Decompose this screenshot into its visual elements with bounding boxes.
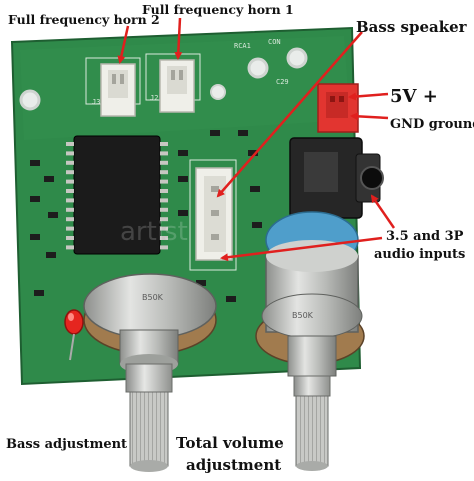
smd-part [252, 222, 262, 228]
pot-left-code: B50K [142, 293, 164, 302]
smd-part [34, 290, 44, 296]
smd-part [30, 160, 40, 166]
chip-pin [160, 198, 168, 203]
smd-part [44, 176, 54, 182]
smd-part [196, 280, 206, 286]
smd-part [250, 186, 260, 192]
chip-pin [66, 151, 74, 156]
volume-potentiometer: B50K [255, 240, 365, 471]
chip-pin [160, 151, 168, 156]
horn-2-connector [100, 63, 136, 117]
arrow-gnd [350, 112, 389, 121]
chip-pin [160, 170, 168, 175]
horn-1-connector [159, 59, 195, 113]
label-5v: 5V + [390, 86, 438, 107]
chip-pins-left [66, 142, 74, 250]
smd-part [238, 130, 248, 136]
mounting-hole [210, 84, 226, 100]
amplifier-chip [66, 135, 168, 255]
label-total-volume-1: Total volume [176, 434, 284, 452]
chip-pin [66, 245, 74, 250]
chip-pin [66, 217, 74, 222]
silk-j3: J3 [92, 98, 100, 106]
chip-pin [66, 142, 74, 146]
silk-box [189, 159, 237, 271]
label-bass-speaker: Bass speaker [356, 18, 468, 36]
smd-part [210, 130, 220, 136]
smd-components [30, 130, 262, 302]
smd-part [178, 210, 188, 216]
smd-part [30, 234, 40, 240]
chip-pin [160, 189, 168, 193]
pot-right-code: B50K [292, 311, 314, 320]
chip-pin [66, 236, 74, 240]
bass-speaker-connector [195, 167, 233, 261]
arrow-3p-input [220, 236, 383, 262]
chip-pin [66, 226, 74, 231]
arrow-audio-jack [370, 194, 396, 229]
chip-pin [160, 207, 168, 212]
audio-jack [289, 137, 384, 219]
chip-pin [66, 189, 74, 193]
annotation-arrows [117, 17, 396, 262]
arrow-bass-speaker [216, 31, 363, 198]
smd-part [226, 296, 236, 302]
chip-pin [160, 226, 168, 231]
chip-pin [160, 217, 168, 222]
smd-part [178, 176, 188, 182]
chip-pin [160, 236, 168, 240]
chip-pins-right [160, 142, 168, 250]
silk-j2: J2 [150, 94, 158, 102]
chip-pin [160, 245, 168, 250]
silk-c29: C29 [276, 78, 289, 86]
smd-part [178, 150, 188, 156]
arrow-horn-2 [117, 25, 130, 64]
chip-pin [160, 160, 168, 165]
chip-pin [160, 179, 168, 184]
label-horn-2: Full frequency horn 2 [8, 12, 160, 27]
label-total-volume-2: adjustment [186, 456, 281, 474]
bass-potentiometer: B50K [83, 273, 217, 472]
smd-part [30, 196, 40, 202]
smd-part [48, 212, 58, 218]
label-audio-inputs-2: audio inputs [374, 247, 465, 262]
arrow-5v [348, 92, 389, 101]
watermark: artist [120, 217, 188, 247]
label-horn-1: Full frequency horn 1 [142, 2, 294, 17]
chip-pin [66, 160, 74, 165]
mounting-hole [19, 89, 41, 111]
power-connector [317, 83, 359, 133]
label-gnd: GND ground [390, 117, 474, 132]
mounting-hole [286, 47, 308, 69]
chip-pin [160, 142, 168, 146]
chip-pin [66, 207, 74, 212]
mounting-hole [247, 57, 269, 79]
red-led-icon [64, 309, 84, 361]
smd-part [46, 252, 56, 258]
smd-part [248, 150, 258, 156]
potentiometer-icon [125, 363, 173, 393]
chip-pin [66, 198, 74, 203]
silk-con: CON [268, 38, 281, 46]
chip-pin [66, 179, 74, 184]
label-audio-inputs-1: 3.5 and 3P [386, 229, 464, 244]
silk-rca: RCA1 [234, 42, 251, 50]
chip-pin [66, 170, 74, 175]
arrow-horn-1 [174, 17, 183, 60]
label-bass-adjustment: Bass adjustment [6, 437, 127, 452]
